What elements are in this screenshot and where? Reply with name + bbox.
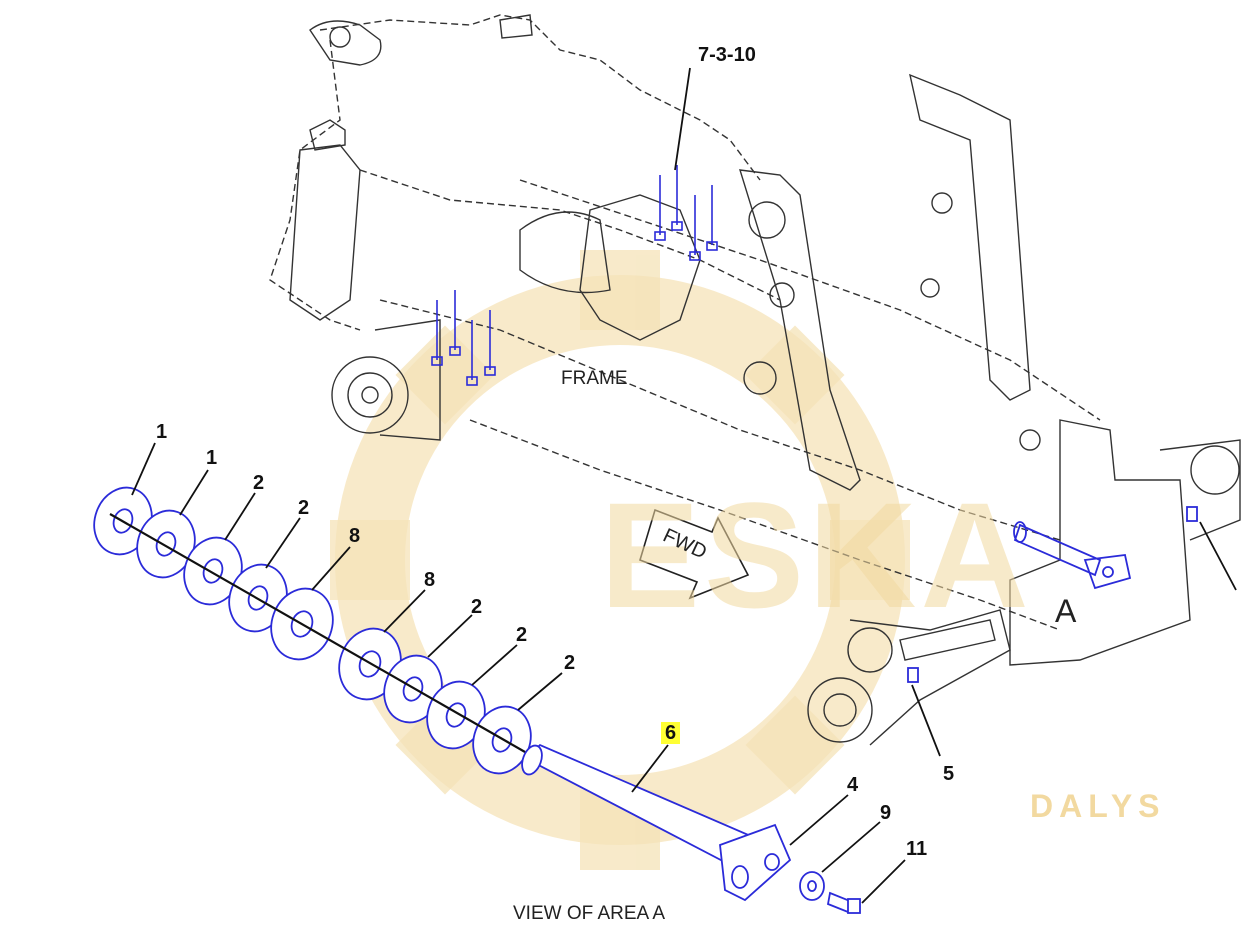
watermark-text: ESKA	[600, 471, 1033, 639]
frame-label: FRAME	[561, 368, 628, 389]
bolt-set-upper	[654, 165, 718, 261]
view-caption: VIEW OF AREA A	[513, 903, 666, 924]
callout-6-highlighted: 6	[661, 722, 681, 744]
callout-2a: 2	[253, 472, 265, 494]
callout-1b: 1	[206, 447, 218, 469]
area-a-pin	[907, 506, 1198, 683]
callout-11: 11	[906, 838, 928, 860]
callout-5: 5	[943, 763, 955, 785]
callout-2e: 2	[564, 652, 576, 674]
area-a-label: A	[1055, 593, 1077, 629]
callout-2b: 2	[298, 497, 310, 519]
shim-axis-line	[109, 513, 526, 753]
left-motor	[331, 319, 441, 441]
bolt-set-lower	[431, 290, 496, 386]
fwd-arrow	[639, 508, 750, 600]
leader-lines	[131, 67, 1237, 904]
frame-outline	[289, 14, 1191, 666]
axle-hub	[807, 439, 1241, 746]
callout-2d: 2	[516, 624, 528, 646]
watermark-subtext: DALYS	[1030, 788, 1166, 824]
callout-2c: 2	[471, 596, 483, 618]
callout-1a: 1	[156, 421, 168, 443]
callout-4: 4	[847, 774, 859, 796]
callout-9: 9	[880, 802, 892, 824]
pin-part-6	[521, 743, 861, 914]
callout-8b: 8	[424, 569, 436, 591]
callout-7-3-10: 7-3-10	[698, 44, 756, 66]
callout-8a: 8	[349, 525, 361, 547]
